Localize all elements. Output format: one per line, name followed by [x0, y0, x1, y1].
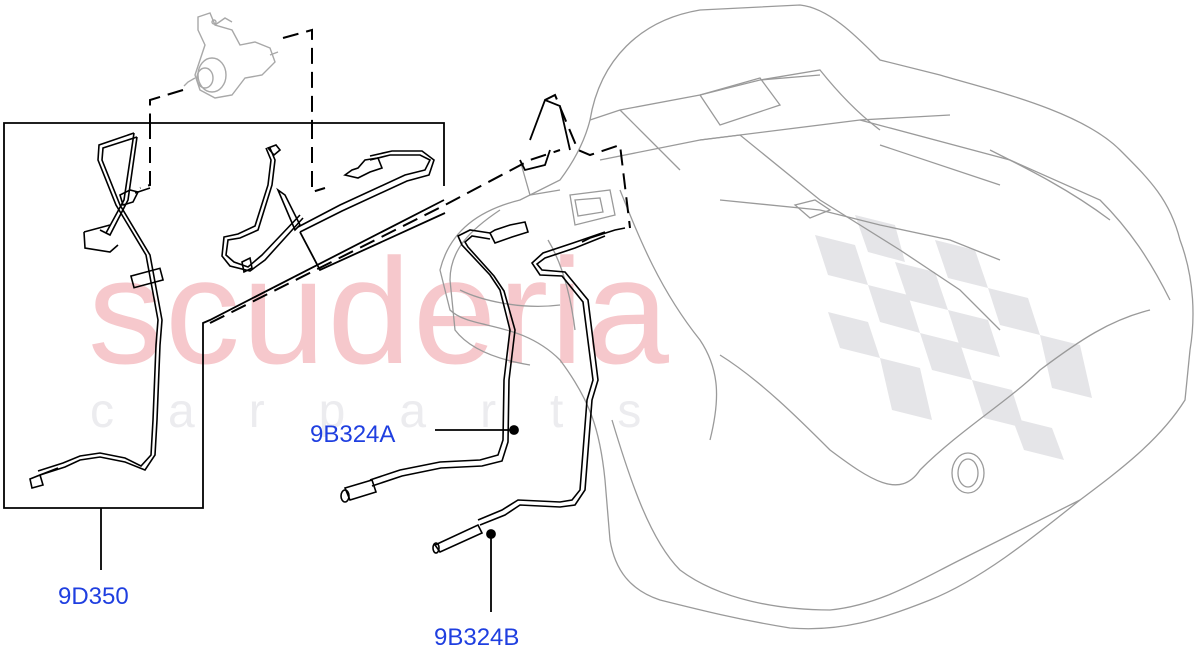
fuel-filter	[183, 12, 279, 99]
fuel-line-9D350	[29, 132, 435, 489]
fuel-line-9B324A	[340, 221, 529, 503]
callout-9D350[interactable]: 9D350	[58, 583, 129, 610]
callout-9B324A[interactable]: 9B324A	[310, 421, 396, 448]
dashed-leader-lines	[139, 28, 631, 324]
checkered-flag-watermark	[815, 215, 1092, 460]
watermark-sub-text: carparts	[90, 385, 696, 438]
callout-9B324B[interactable]: 9B324B	[434, 624, 520, 651]
fuel-tank	[439, 4, 1194, 630]
assembly-bracket-9D350	[3, 98, 571, 570]
callout-leaders	[435, 425, 519, 612]
fuel-line-9B324B	[432, 227, 626, 554]
